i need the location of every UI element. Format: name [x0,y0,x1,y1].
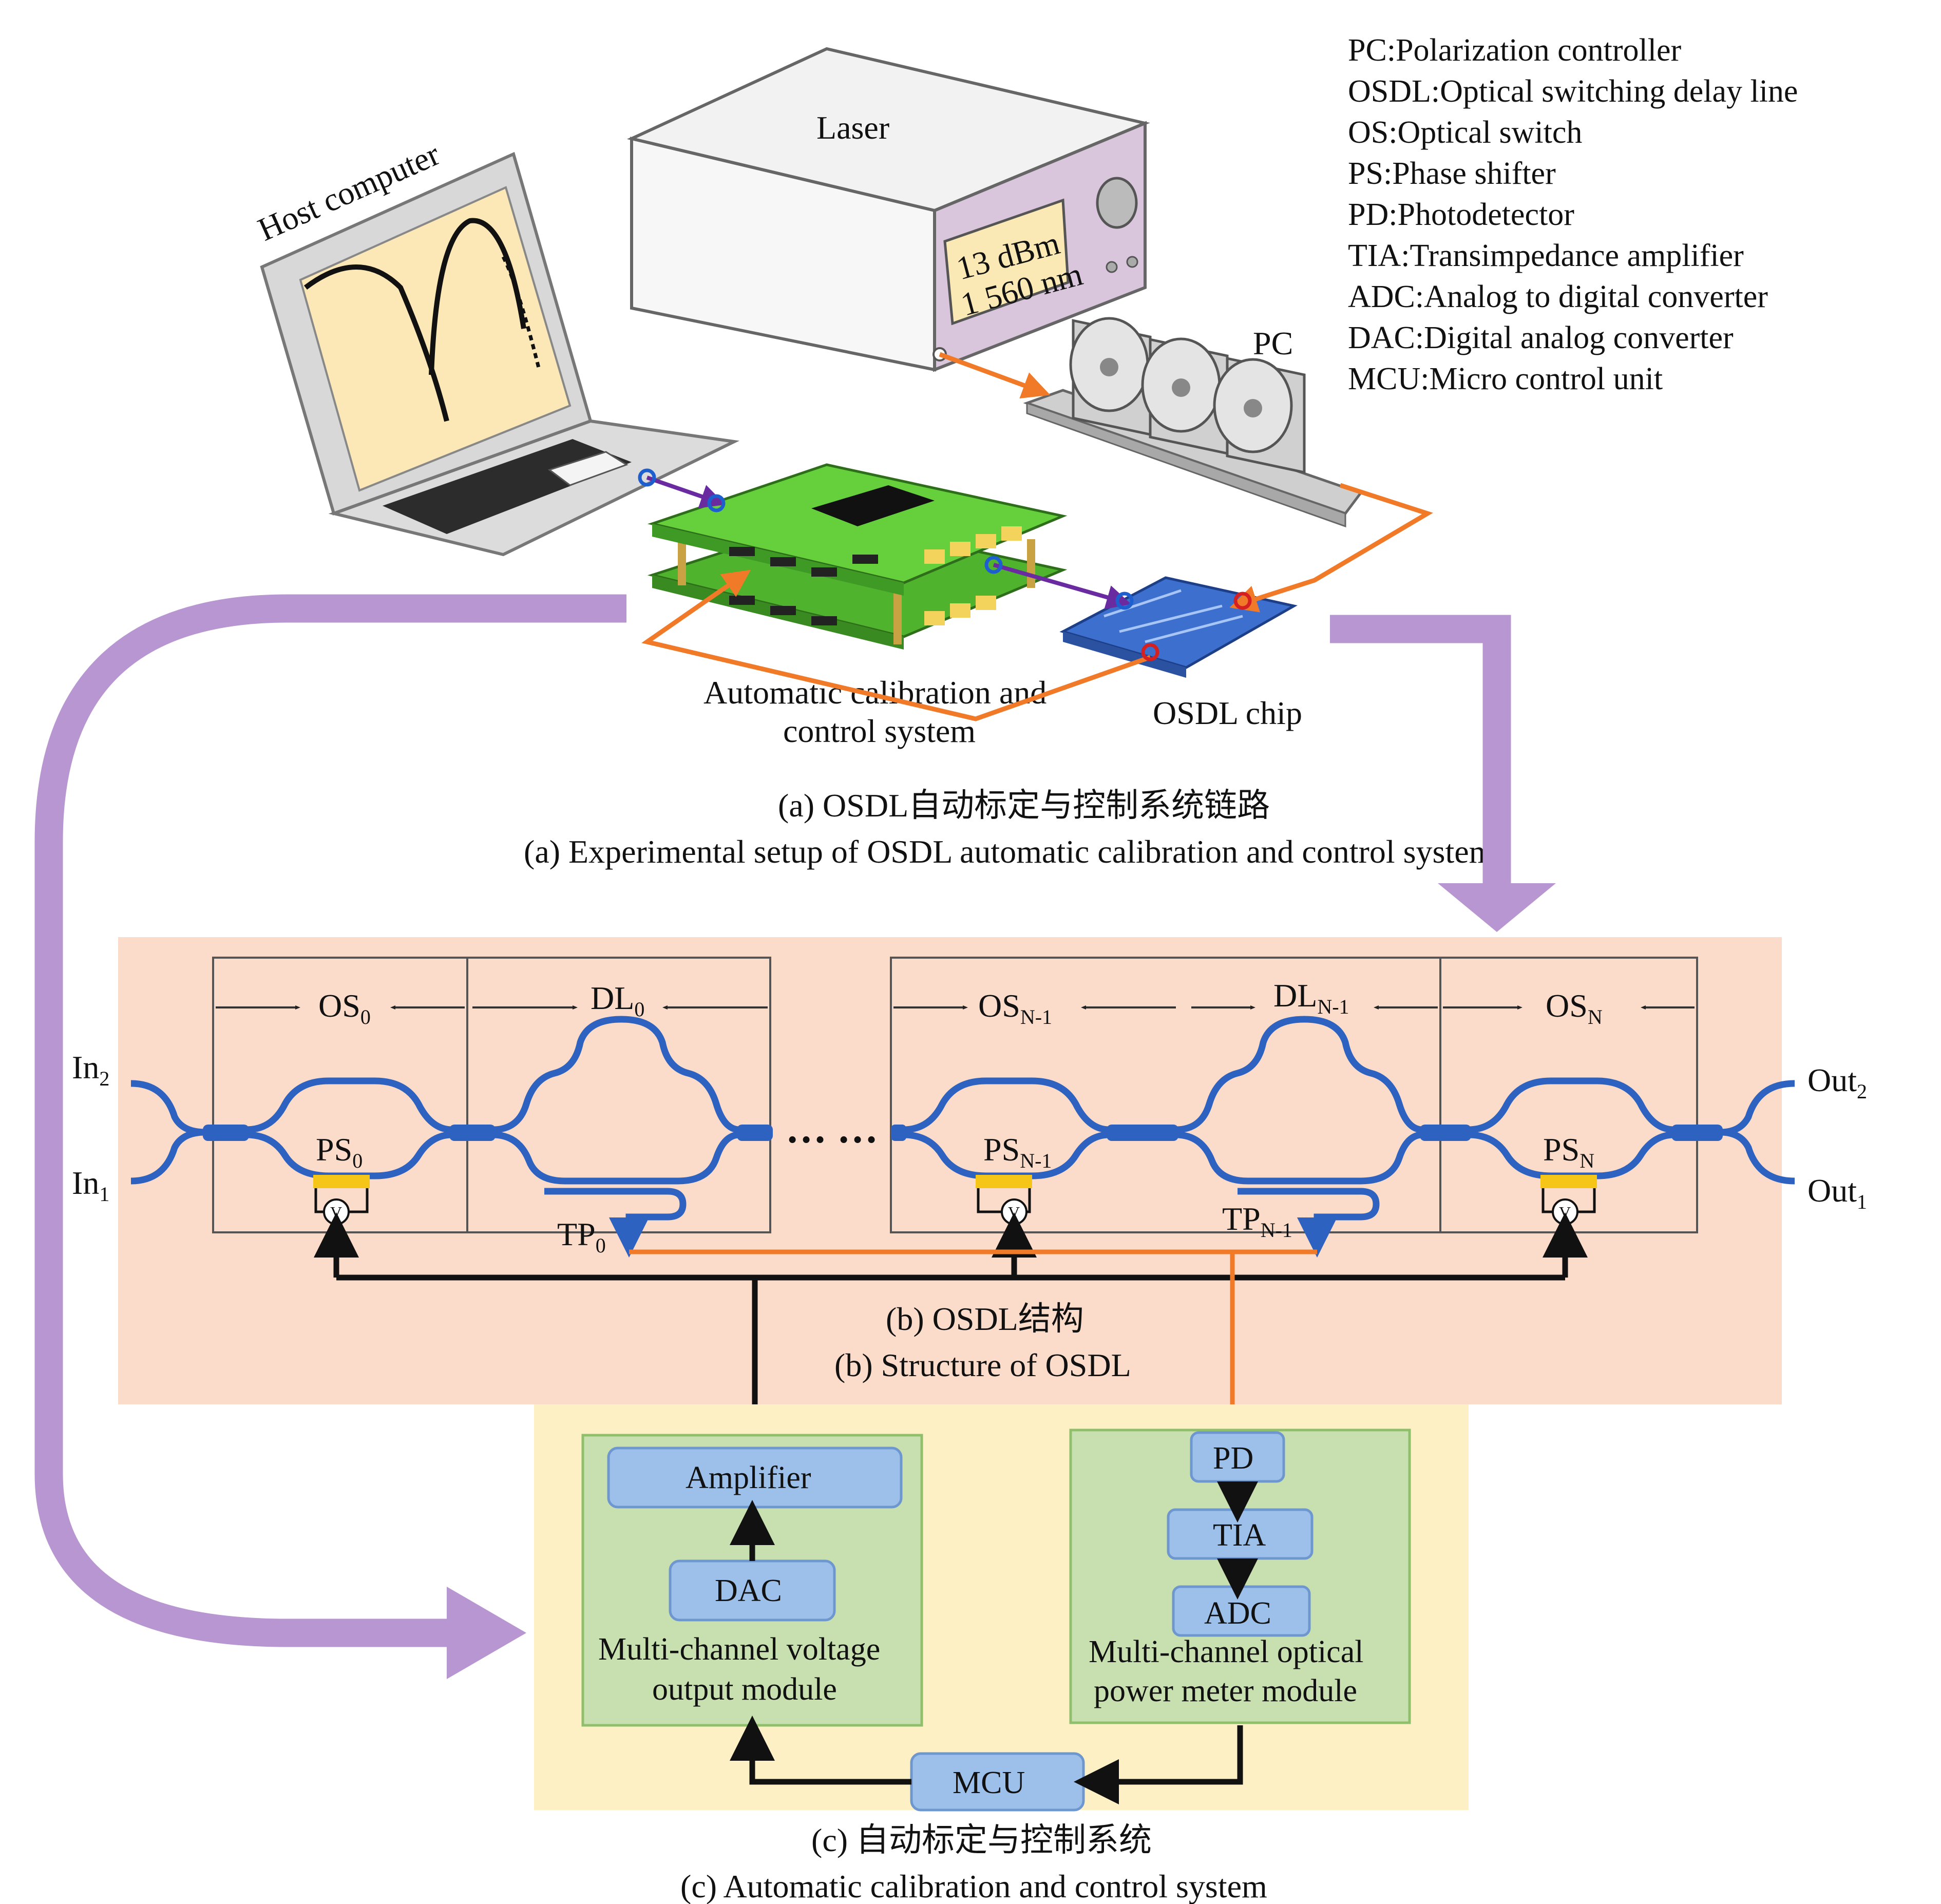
legend-adc: ADC:Analog to digital converter [1348,279,1768,314]
legend-ps: PS:Phase shifter [1348,156,1556,191]
legend-osdl: OSDL:Optical switching delay line [1348,74,1798,109]
voltmeter-n: V [1559,1203,1571,1222]
legend-mcu: MCU:Micro control unit [1348,361,1663,396]
legend: PC:Polarization controller OSDL:Optical … [1348,33,1798,396]
legend-dac: DAC:Digital analog converter [1348,320,1734,355]
legend-pc: PC:Polarization controller [1348,33,1682,68]
dln1-label: DLN-1 [1273,977,1349,1018]
adc-label: ADC [1204,1596,1271,1631]
osn-label: OSN [1546,987,1603,1029]
in1-label: In1 [72,1165,109,1206]
measurement-bus [629,1249,1317,1441]
couplers [203,1125,1723,1141]
osdl-chip-label: OSDL chip [1153,695,1302,731]
tpn1-label: TPN-1 [1222,1201,1292,1242]
voltmeter-n1: V [1008,1203,1020,1222]
control-board-icon: Automatic calibration and control system [647,463,1068,749]
voltage-module-label-line1: Multi-channel voltage [598,1632,880,1667]
out2-label: Out2 [1807,1062,1867,1103]
osn1-label: OSN-1 [978,987,1052,1029]
panel-c: Amplifier DAC Multi-channel voltage outp… [534,1404,1469,1904]
voltmeter-0: V [330,1203,342,1222]
control-system-label-line1: Automatic calibration and [703,674,1046,711]
legend-pd: PD:Photodetector [1348,197,1574,232]
caption-b-cn: (b) OSDL结构 [886,1301,1084,1337]
laser-label: Laser [816,109,889,146]
ellipsis: … … [786,1107,878,1152]
osdl-chip-icon: OSDL chip [1059,576,1302,731]
os0-label: OS0 [318,987,371,1029]
psn-label: PSN [1543,1131,1594,1172]
electrical-lines [646,475,1132,610]
power-module-label-line2: power meter module [1094,1673,1357,1708]
psn1-label: PSN-1 [983,1131,1052,1172]
amplifier-label: Amplifier [686,1460,811,1495]
optical-fiber-lines [641,352,1433,721]
power-module-label-line1: Multi-channel optical [1089,1634,1363,1669]
tia-label: TIA [1213,1518,1266,1553]
panel-b: OS0 DL0 OSN-1 DLN-1 OSN In2 In1 Out2 Out… [72,937,1867,1441]
waveguides [130,1016,1795,1258]
flow-arrows [34,594,1556,1679]
pd-label: PD [1213,1441,1253,1476]
polarization-controller-icon: PC [1023,317,1363,528]
tp0-label: TP0 [557,1216,606,1257]
panel-a: Host computer Laser 13 dBm 1 560 nm [253,47,1494,870]
in2-label: In2 [72,1049,109,1090]
caption-a-en: (a) Experimental setup of OSDL automatic… [524,833,1494,870]
caption-c-cn: (c) 自动标定与控制系统 [811,1822,1152,1858]
caption-c-en: (c) Automatic calibration and control sy… [680,1868,1267,1904]
mcu-label: MCU [953,1765,1025,1800]
laser-device-icon: Laser 13 dBm 1 560 nm [626,47,1150,372]
caption-b-en: (b) Structure of OSDL [834,1347,1131,1383]
control-system-label-line2: control system [783,713,976,749]
dac-label: DAC [715,1573,782,1608]
voltage-module-label-line2: output module [652,1672,837,1707]
legend-tia: TIA:Transimpedance amplifier [1348,238,1744,273]
dl0-label: DL0 [591,980,644,1021]
out1-label: Out1 [1807,1172,1867,1213]
caption-a-cn: (a) OSDL自动标定与控制系统链路 [778,787,1270,824]
ps0-label: PS0 [316,1131,363,1172]
legend-os: OS:Optical switch [1348,115,1582,150]
pc-label: PC [1253,325,1293,361]
